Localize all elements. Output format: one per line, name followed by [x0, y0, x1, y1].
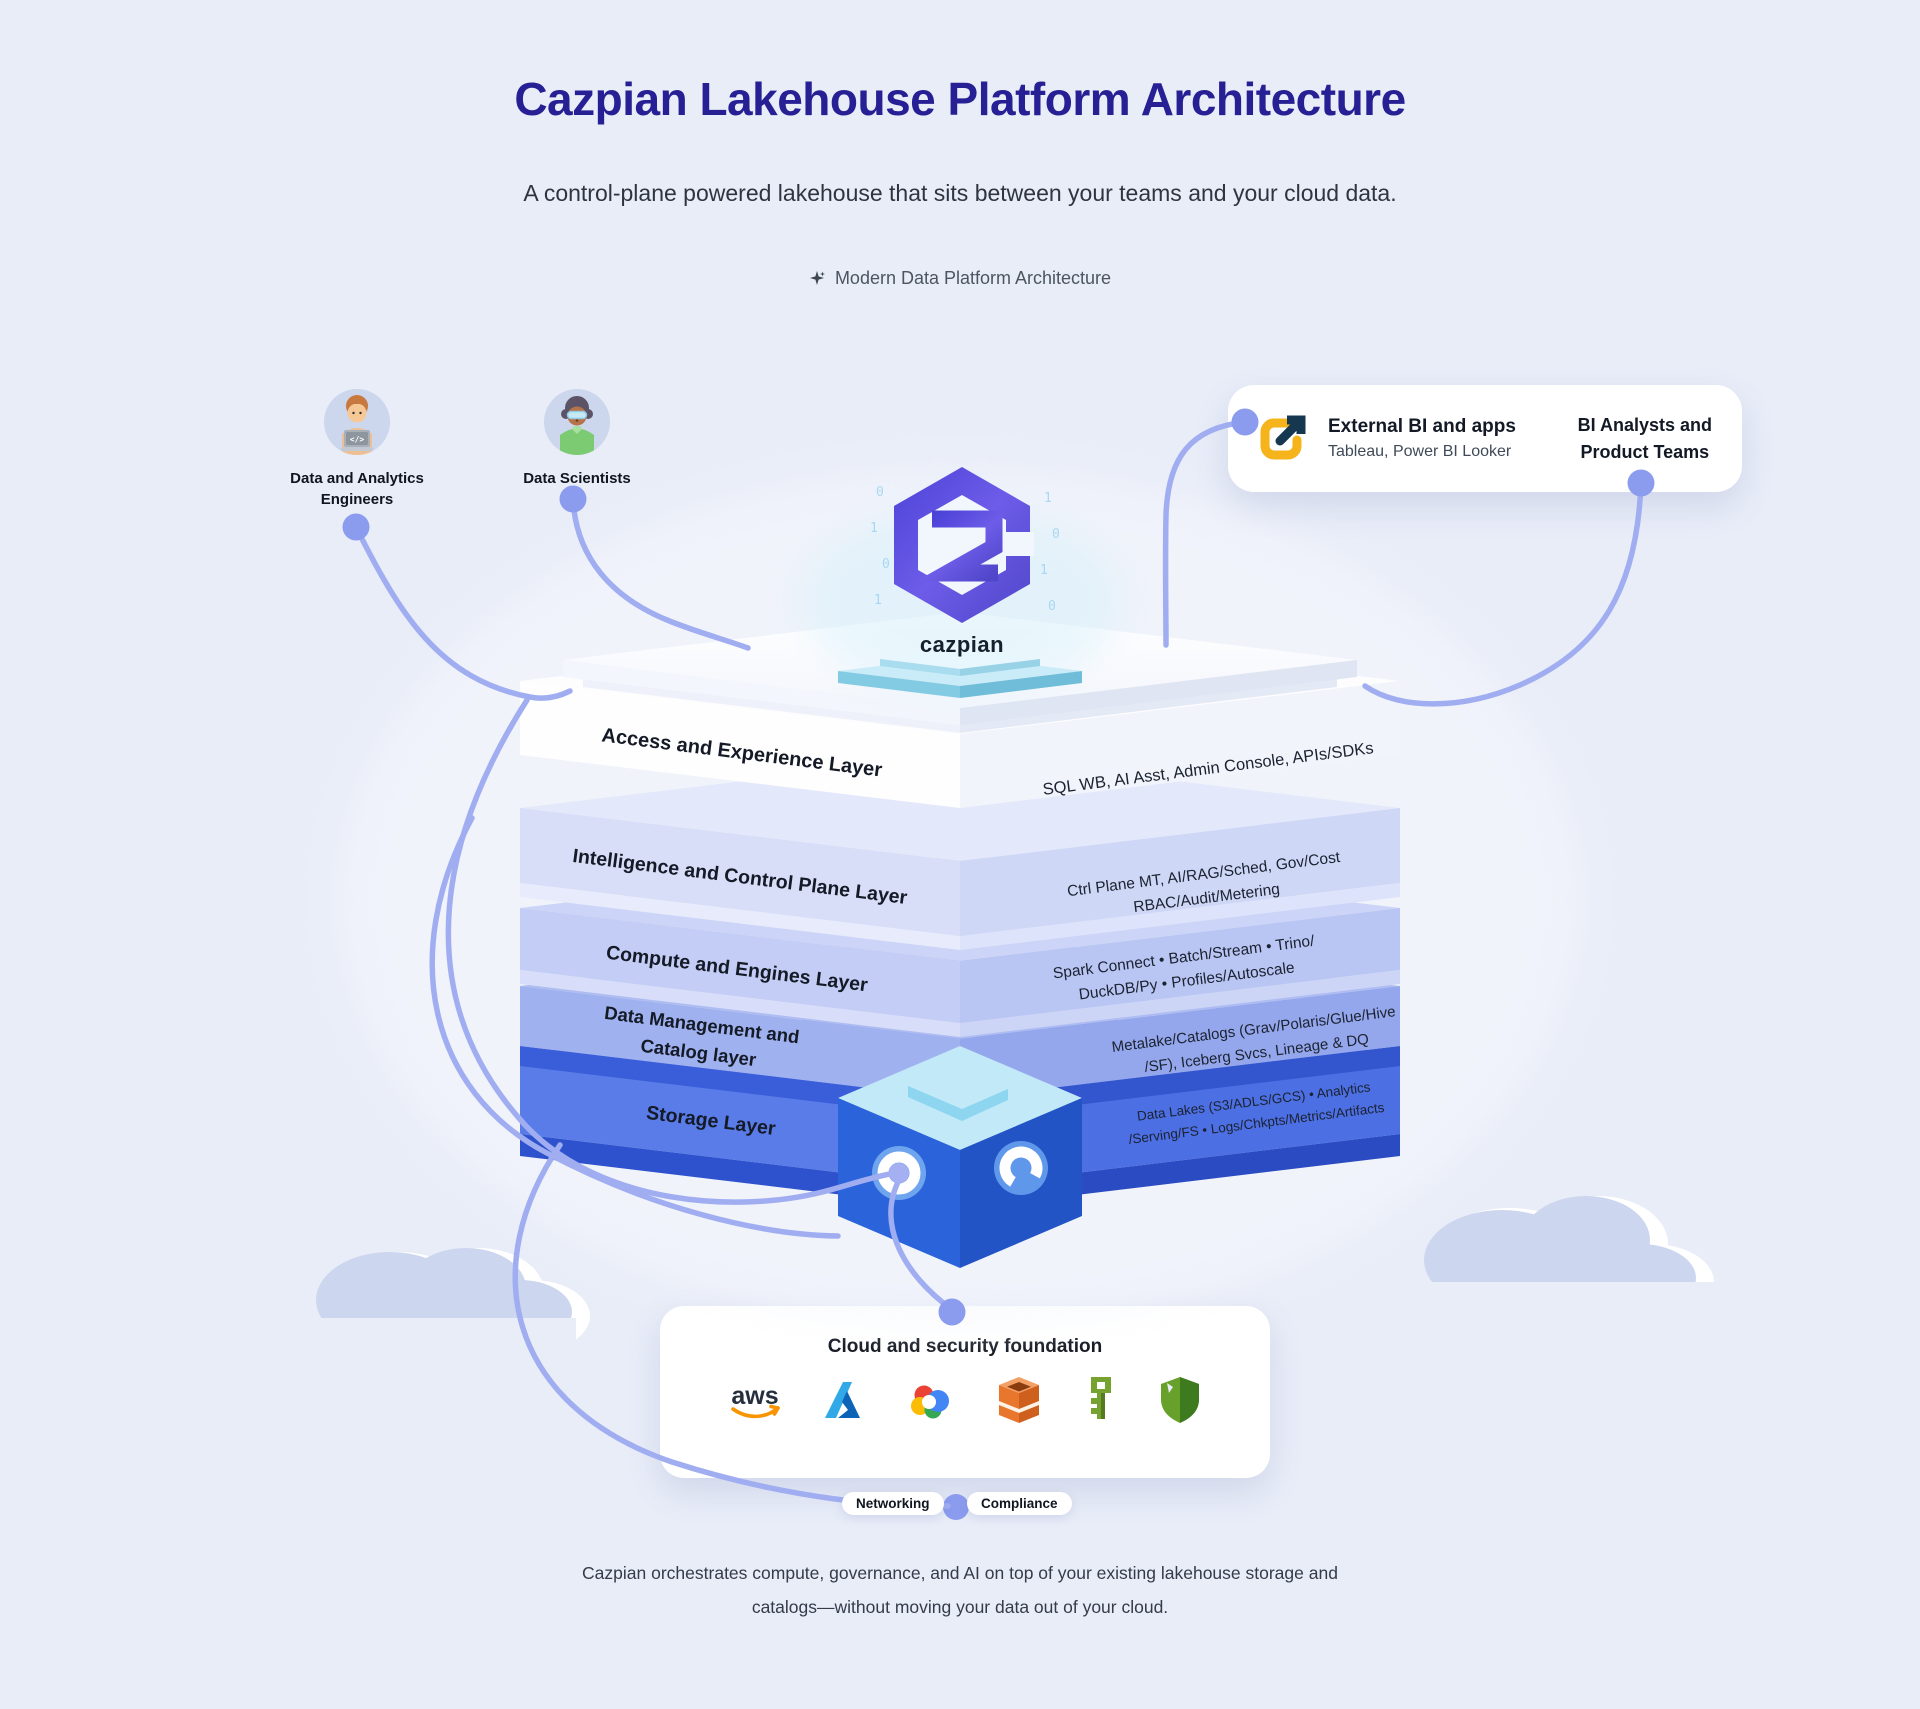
compute-layer-label: Compute and Engines Layer — [605, 942, 869, 997]
google-cloud-logo — [905, 1378, 955, 1427]
layer-intelligence — [520, 755, 1400, 950]
intelligence-layer-label: Intelligence and Control Plane Layer — [571, 845, 909, 909]
svg-text:1: 1 — [874, 593, 882, 608]
top-lid-plate — [563, 612, 1357, 725]
intelligence-layer-detail: Ctrl Plane MT, AI/RAG/Sched, Gov/Cost — [1066, 849, 1341, 900]
scientist-goggles-avatar — [544, 389, 610, 455]
pill-connector-dot — [943, 1494, 969, 1520]
aws-logo: aws — [727, 1378, 785, 1427]
persona-label: Data Scientists — [523, 470, 631, 487]
aws-storage-box-icon — [993, 1375, 1045, 1430]
compute-layer-detail: Spark Connect • Batch/Stream • Trino/ — [1052, 933, 1316, 983]
svg-text:1: 1 — [870, 521, 878, 536]
networking-pill: Networking — [842, 1492, 944, 1515]
cloud-foundation-title: Cloud and security foundation — [827, 1336, 1103, 1357]
storage-layer-detail: /Serving/FS • Logs/Chkpts/Metrics/Artifa… — [1128, 1100, 1386, 1147]
curve-cube-to-foundation — [888, 1177, 953, 1311]
sparkle-icon — [809, 270, 826, 287]
storage-layer-label: Storage Layer — [645, 1102, 777, 1140]
curve-left-long-2 — [429, 815, 841, 1239]
svg-text:1: 1 — [1040, 563, 1048, 578]
shield-icon — [1157, 1375, 1203, 1430]
binary-digits: 0 1 0 1 1 0 1 0 — [870, 485, 1060, 614]
curve-left-long-1 — [445, 697, 898, 1205]
inner-plate — [583, 630, 1337, 733]
svg-text:0: 0 — [876, 485, 884, 500]
persona-data-scientists: Data Scientists — [502, 389, 652, 489]
storage-cube — [838, 1046, 1082, 1268]
bi-card-subtitle: Tableau, Power BI Looker — [1328, 443, 1512, 460]
compute-layer-detail: DuckDB/Py • Profiles/Autoscale — [1078, 959, 1296, 1003]
data-mgmt-layer-detail: Metalake/Catalogs (Grav/Polaris/Glue/Hiv… — [1111, 1003, 1397, 1056]
kms-key-icon — [1083, 1375, 1119, 1430]
svg-text:1: 1 — [1044, 491, 1052, 506]
badge-label: Modern Data Platform Architecture — [834, 268, 1112, 288]
cazpian-hex-logo: 0 1 0 1 1 0 1 0 — [870, 467, 1060, 623]
intelligence-layer-detail: RBAC/Audit/Metering — [1133, 881, 1281, 916]
footer-caption: Cazpian orchestrates compute, governance… — [582, 1563, 1338, 1617]
persona-data-engineers: </> Data and Analytics Engineers — [282, 389, 432, 510]
curve-engineers — [353, 524, 573, 701]
layer-storage — [520, 1001, 1400, 1209]
logo-pedestal — [838, 649, 1082, 698]
cloud-decoration-left — [316, 1248, 590, 1352]
cazpian-wordmark: cazpian — [920, 632, 1004, 657]
access-layer-detail: SQL WB, AI Asst, Admin Console, APIs/SDK… — [1042, 739, 1375, 799]
connector-dots — [342, 408, 1655, 1326]
bi-audience-label: BI Analysts and Product Teams — [1577, 414, 1712, 462]
badge: Modern Data Platform Architecture — [0, 268, 1920, 289]
curve-bi-analysts — [1362, 480, 1644, 707]
data-mgmt-layer-label: Catalog layer — [639, 1035, 757, 1070]
svg-text:0: 0 — [882, 557, 890, 572]
page-subtitle: A control-plane powered lakehouse that s… — [523, 180, 1397, 206]
page-title: Cazpian Lakehouse Platform Architecture — [514, 73, 1406, 125]
layer-access — [520, 628, 1400, 808]
layer-compute — [520, 855, 1400, 1037]
data-mgmt-layer-label: Data Management and — [603, 1002, 800, 1047]
svg-text:0: 0 — [1048, 599, 1056, 614]
cloud-decoration-right — [1420, 1196, 1720, 1320]
curve-scientists — [570, 496, 751, 651]
svg-text:0: 0 — [1052, 527, 1060, 542]
layer-data-management — [520, 933, 1400, 1119]
data-mgmt-layer-detail: /SF), Iceberg Svcs, Lineage & DQ — [1144, 1031, 1370, 1076]
access-layer-label: Access and Experience Layer — [600, 724, 883, 781]
external-link-icon — [1252, 410, 1310, 468]
logo-glow — [802, 510, 1122, 690]
svg-text:</>: </> — [350, 435, 365, 444]
storage-layer-detail: Data Lakes (S3/ADLS/GCS) • Analytics — [1136, 1079, 1371, 1123]
persona-label: Data and Analytics — [290, 470, 424, 487]
layer-labels: Access and Experience Layer SQL WB, AI A… — [571, 724, 1397, 1147]
engineer-laptop-avatar: </> — [324, 389, 390, 455]
provider-logo-row: aws — [660, 1376, 1270, 1428]
external-bi-card: External BI and apps Tableau, Power BI L… — [1228, 385, 1742, 492]
azure-logo — [823, 1378, 867, 1427]
bi-card-title: External BI and apps — [1328, 416, 1516, 437]
compliance-pill: Compliance — [967, 1492, 1072, 1515]
cloud-foundation-card: Cloud and security foundation aws — [660, 1306, 1270, 1478]
background-glow — [340, 470, 1580, 1330]
persona-label: Engineers — [320, 491, 394, 508]
